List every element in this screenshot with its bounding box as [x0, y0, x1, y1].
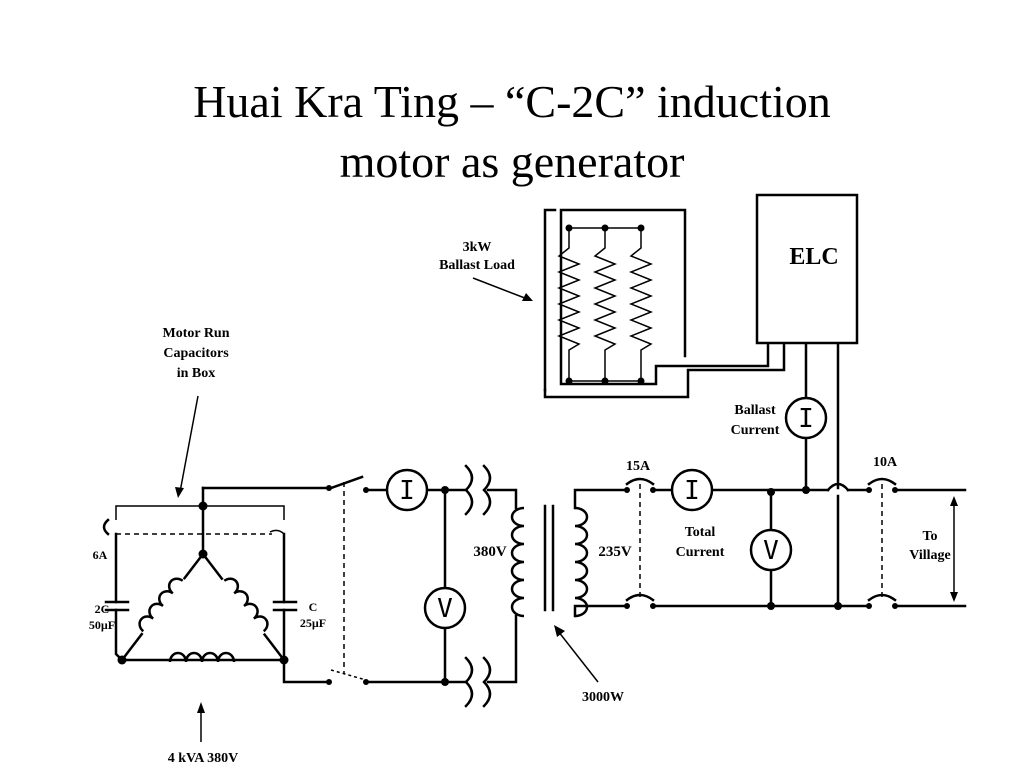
transformer — [510, 504, 589, 618]
to-village-label-1: To — [922, 529, 937, 544]
ballast-current-label-2: Current — [731, 423, 780, 438]
ammeter-primary-symbol: I — [399, 476, 415, 506]
main-switch — [326, 475, 369, 685]
motor-run-label-1: Motor Run — [162, 326, 229, 341]
fuse-15a — [624, 477, 656, 609]
ballast-load-label-2: Ballast Load — [439, 258, 515, 273]
voltmeter-primary-symbol: V — [437, 594, 453, 624]
total-current-label-2: Current — [676, 545, 725, 560]
cap-c-label-2: 25µF — [300, 616, 326, 630]
motor-run-capacitors: Motor Run Capacitors in Box — [162, 326, 230, 498]
slide-title: Huai Kra Ting – “C-2C” induction motor a… — [0, 72, 1024, 192]
ammeter-total-current: I — [670, 468, 714, 512]
voltage-235v-label: 235V — [598, 544, 632, 560]
cap-2c-label-2: 50µF — [89, 618, 115, 632]
fuse-10a — [866, 477, 898, 609]
to-village-label-2: Village — [909, 548, 950, 563]
voltmeter-secondary: V — [749, 528, 793, 572]
ammeter-ballast-symbol: I — [798, 404, 814, 434]
ammeter-ballast-current: I — [784, 396, 828, 440]
ammeter-primary: I — [385, 468, 429, 512]
title-line-1: Huai Kra Ting – “C-2C” induction — [193, 76, 831, 127]
voltmeter-secondary-symbol: V — [763, 536, 779, 566]
voltage-380v-label: 380V — [473, 544, 507, 560]
cap-2c-label-1: 2C — [95, 602, 110, 616]
motor-delta-windings — [117, 552, 289, 667]
fuse-10a-label: 10A — [873, 455, 898, 470]
title-line-2: motor as generator — [339, 136, 685, 187]
ballast-resistors — [556, 228, 654, 381]
motor-run-label-3: in Box — [177, 366, 216, 381]
total-current-label-1: Total — [685, 525, 716, 540]
motor-run-label-2: Capacitors — [163, 346, 229, 361]
cap-c-label-1: C — [309, 600, 318, 614]
ammeter-total-symbol: I — [684, 476, 700, 506]
fuse-15a-label: 15A — [626, 459, 651, 474]
ballast-load-label-1: 3kW — [463, 240, 492, 255]
elc-label: ELC — [789, 244, 838, 270]
voltmeter-primary: V — [423, 586, 467, 630]
ballast-current-label-1: Ballast — [734, 403, 776, 418]
fuse-6a-label: 6A — [93, 548, 108, 562]
transformer-power-label: 3000W — [582, 690, 624, 705]
motor-rating-label: 4 kVA 380V — [168, 751, 239, 766]
ballast-load-box — [543, 208, 786, 399]
